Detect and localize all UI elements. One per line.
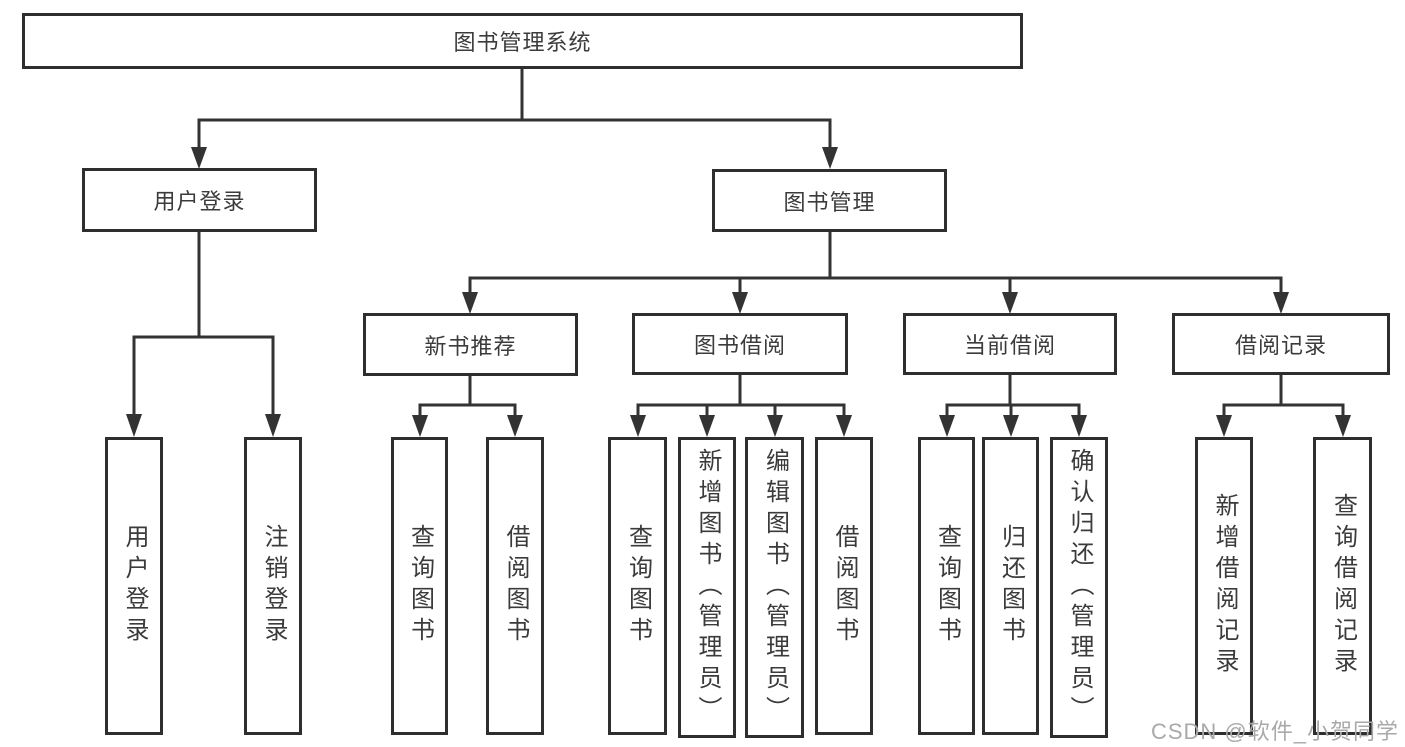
leaf-query-book-current: 查询图书 <box>918 437 975 735</box>
node-new-book-recommend: 新书推荐 <box>363 313 578 376</box>
node-current-borrow: 当前借阅 <box>903 313 1117 375</box>
leaf-query-book-borrow: 查询图书 <box>608 437 667 735</box>
leaf-add-book-admin: 新增图书（管理员） <box>678 437 736 738</box>
leaf-borrow-book-recommend: 借阅图书 <box>486 437 544 735</box>
leaf-query-book-recommend: 查询图书 <box>391 437 448 735</box>
leaf-user-login: 用户登录 <box>105 437 163 735</box>
node-borrow-record: 借阅记录 <box>1172 313 1390 375</box>
leaf-edit-book-admin: 编辑图书（管理员） <box>745 437 804 738</box>
csdn-watermark: CSDN @软件_小贺同学 <box>1150 719 1399 744</box>
node-library-management-system: 图书管理系统 <box>22 13 1023 69</box>
leaf-logout: 注销登录 <box>244 437 302 735</box>
leaf-return-book: 归还图书 <box>982 437 1039 735</box>
leaf-query-borrow-record: 查询借阅记录 <box>1313 437 1372 735</box>
node-book-management: 图书管理 <box>712 169 947 232</box>
leaf-add-borrow-record: 新增借阅记录 <box>1195 437 1253 735</box>
node-user-login: 用户登录 <box>82 168 317 232</box>
node-book-borrow: 图书借阅 <box>632 313 848 375</box>
leaf-confirm-return-admin: 确认归还（管理员） <box>1050 437 1108 738</box>
leaf-borrow-book: 借阅图书 <box>815 437 873 735</box>
